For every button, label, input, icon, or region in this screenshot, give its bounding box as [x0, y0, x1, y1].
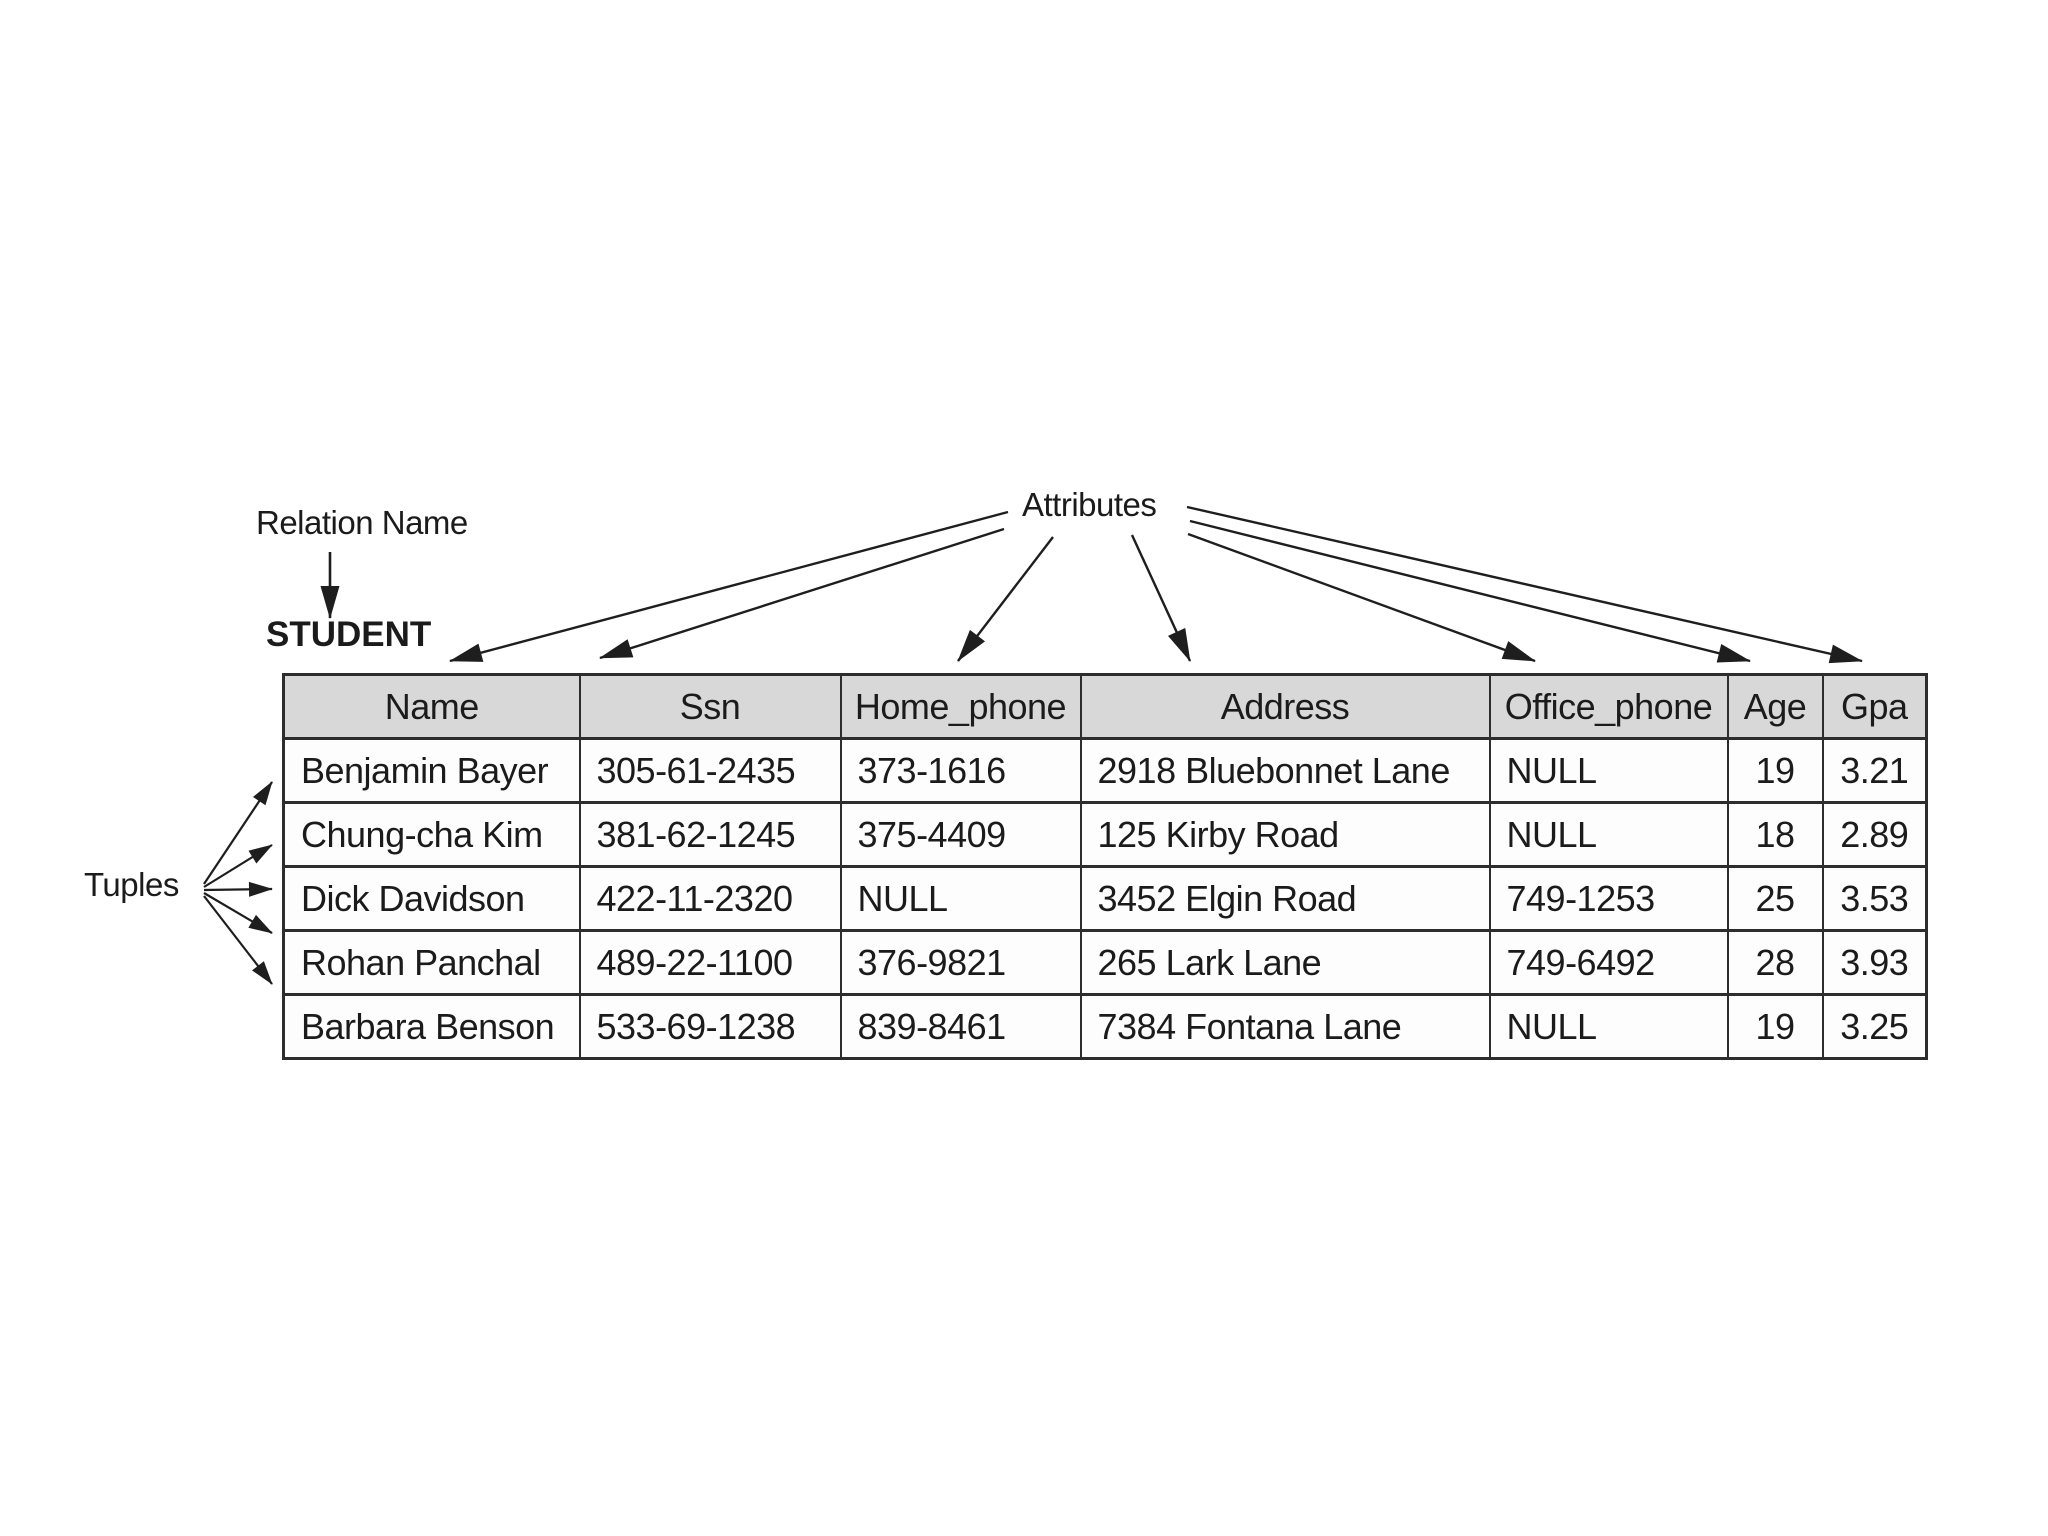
arrow-attribute-office-phone — [1187, 532, 1536, 663]
cell-ssn-row-1: 305-61-2435 — [578, 737, 841, 803]
cell-address-row-1: 2918 Bluebonnet Lane — [1079, 737, 1490, 803]
cell-office_phone-row-5: NULL — [1488, 993, 1728, 1059]
cell-name-row-3: Dick Davidson — [282, 865, 580, 931]
cell-home_phone-row-2: 375-4409 — [839, 801, 1081, 867]
arrow-tuple-row-2 — [203, 844, 273, 888]
cell-gpa-row-3: 3.53 — [1821, 865, 1927, 931]
cell-age-row-5: 19 — [1726, 993, 1823, 1059]
arrow-tuple-row-5 — [203, 895, 273, 985]
cell-office_phone-row-2: NULL — [1488, 801, 1728, 867]
cell-home_phone-row-5: 839-8461 — [839, 993, 1081, 1059]
column-header-gpa: Gpa — [1821, 673, 1927, 739]
cell-age-row-2: 18 — [1726, 801, 1823, 867]
cell-home_phone-row-1: 373-1616 — [839, 737, 1081, 803]
cell-name-row-2: Chung-cha Kim — [282, 801, 580, 867]
cell-office_phone-row-1: NULL — [1488, 737, 1728, 803]
column-header-office_phone: Office_phone — [1488, 673, 1728, 739]
cell-ssn-row-2: 381-62-1245 — [578, 801, 841, 867]
cell-ssn-row-5: 533-69-1238 — [578, 993, 841, 1059]
arrow-attribute-name — [449, 510, 1009, 663]
cell-address-row-3: 3452 Elgin Road — [1079, 865, 1490, 931]
cell-home_phone-row-4: 376-9821 — [839, 929, 1081, 995]
arrow-attribute-home-phone — [957, 536, 1054, 662]
relation-name-label: Relation Name — [256, 504, 468, 541]
column-header-address: Address — [1079, 673, 1490, 739]
cell-age-row-4: 28 — [1726, 929, 1823, 995]
column-header-name: Name — [282, 673, 580, 739]
cell-name-row-5: Barbara Benson — [282, 993, 580, 1059]
cell-ssn-row-3: 422-11-2320 — [578, 865, 841, 931]
relation-name: STUDENT — [266, 615, 432, 654]
arrow-attribute-ssn — [599, 527, 1005, 660]
arrow-tuple-row-4 — [203, 892, 273, 934]
cell-gpa-row-5: 3.25 — [1821, 993, 1927, 1059]
arrow-attribute-gpa — [1186, 505, 1863, 664]
column-header-home_phone: Home_phone — [839, 673, 1081, 739]
attributes-label: Attributes — [1022, 486, 1157, 523]
cell-home_phone-row-3: NULL — [839, 865, 1081, 931]
column-header-ssn: Ssn — [578, 673, 841, 739]
arrow-tuple-row-1 — [203, 781, 273, 885]
cell-ssn-row-4: 489-22-1100 — [578, 929, 841, 995]
cell-gpa-row-1: 3.21 — [1821, 737, 1927, 803]
arrow-tuple-row-3 — [203, 881, 273, 897]
cell-address-row-4: 265 Lark Lane — [1079, 929, 1490, 995]
cell-age-row-3: 25 — [1726, 865, 1823, 931]
cell-name-row-1: Benjamin Bayer — [282, 737, 580, 803]
cell-name-row-4: Rohan Panchal — [282, 929, 580, 995]
cell-address-row-2: 125 Kirby Road — [1079, 801, 1490, 867]
arrow-attribute-age — [1189, 519, 1751, 663]
cell-office_phone-row-3: 749-1253 — [1488, 865, 1728, 931]
cell-age-row-1: 19 — [1726, 737, 1823, 803]
arrow-attribute-address — [1130, 534, 1192, 662]
cell-gpa-row-4: 3.93 — [1821, 929, 1927, 995]
cell-office_phone-row-4: 749-6492 — [1488, 929, 1728, 995]
cell-gpa-row-2: 2.89 — [1821, 801, 1927, 867]
tuples-label: Tuples — [84, 866, 179, 903]
cell-address-row-5: 7384 Fontana Lane — [1079, 993, 1490, 1059]
column-header-age: Age — [1726, 673, 1823, 739]
